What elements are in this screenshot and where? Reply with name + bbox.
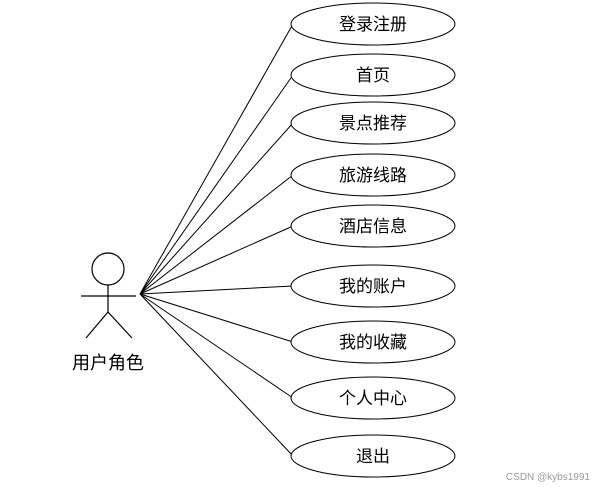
use-case: 我的账户 — [290, 264, 456, 308]
association-line — [139, 74, 294, 295]
use-case-label: 登录注册 — [339, 15, 407, 35]
use-case-label: 首页 — [356, 66, 390, 86]
use-case-label: 景点推荐 — [339, 114, 407, 134]
use-case-ellipse — [290, 204, 456, 248]
actor-left-leg — [85, 311, 109, 339]
use-case: 酒店信息 — [290, 204, 456, 248]
use-case-label: 退出 — [356, 447, 390, 467]
use-case: 首页 — [290, 53, 456, 97]
use-case: 我的收藏 — [290, 320, 456, 364]
use-case: 登录注册 — [290, 2, 456, 46]
association-line — [139, 293, 294, 343]
use-case-label: 旅游线路 — [339, 166, 407, 186]
association-line — [139, 293, 294, 399]
association-line — [139, 225, 294, 295]
association-line — [139, 293, 294, 457]
use-case-ellipse — [290, 2, 456, 46]
use-case-ellipse — [290, 376, 456, 420]
actor-right-leg — [107, 311, 133, 339]
associations — [139, 23, 294, 457]
association-line — [139, 23, 294, 295]
association-line — [139, 174, 294, 295]
watermark: CSDN @kybs1991 — [506, 472, 591, 483]
use-case-label: 我的收藏 — [339, 333, 407, 353]
use-case-ellipse — [290, 434, 456, 478]
use-case-label: 个人中心 — [339, 389, 407, 409]
use-case-label: 我的账户 — [339, 277, 407, 297]
association-line — [139, 285, 294, 295]
actor-figure — [81, 252, 136, 339]
use-case-ellipse — [290, 53, 456, 97]
use-case-ellipse — [290, 101, 456, 145]
use-case: 退出 — [290, 434, 456, 478]
use-case: 个人中心 — [290, 376, 456, 420]
association-line — [139, 122, 294, 295]
use-case-ellipse — [290, 264, 456, 308]
actor-label: 用户角色 — [72, 353, 144, 374]
actor-head — [91, 252, 125, 286]
use-case-ellipse — [290, 320, 456, 364]
use-case: 景点推荐 — [290, 101, 456, 145]
use-case-ellipse — [290, 153, 456, 197]
use-case: 旅游线路 — [290, 153, 456, 197]
use-case-label: 酒店信息 — [339, 217, 407, 237]
